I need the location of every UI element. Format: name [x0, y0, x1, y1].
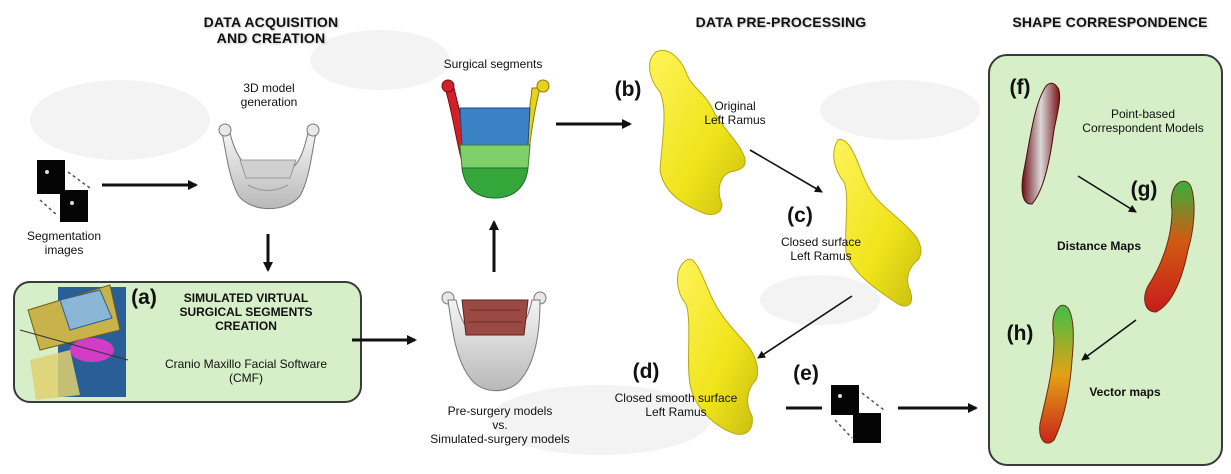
- background-texture: [30, 30, 980, 455]
- correspondent-line2: Correspondent Models: [1082, 120, 1204, 135]
- ramus-original: [649, 50, 746, 215]
- software-label: Cranio Maxillo Facial Software (CMF): [146, 357, 346, 386]
- label-g: (g): [1130, 178, 1158, 201]
- closed-ramus-label: Closed surface Left Ramus: [766, 235, 876, 264]
- correspondent-model-f: [1021, 82, 1061, 205]
- smooth-ramus-line2: Left Ramus: [645, 404, 707, 419]
- header-acquisition: DATA ACQUISITION AND CREATION: [196, 14, 346, 46]
- label-h: (h): [1006, 322, 1034, 345]
- smooth-ramus-label: Closed smooth surface Left Ramus: [596, 391, 756, 420]
- closed-ramus-line2: Left Ramus: [790, 248, 852, 263]
- arrow-g-to-h: [1081, 319, 1137, 361]
- arrow-b-to-c: [749, 149, 823, 193]
- cmf-software-image: [19, 284, 129, 400]
- label-d: (d): [632, 360, 660, 383]
- ramus-smooth: [677, 258, 759, 435]
- surgical-segments-label: Surgical segments: [443, 57, 543, 71]
- vector-maps-label: Vector maps: [1089, 385, 1161, 399]
- simulated-line3: CREATION: [215, 318, 277, 333]
- software-line1: Cranio Maxillo Facial Software: [164, 357, 328, 371]
- surgical-segments-model: [441, 79, 550, 199]
- segmentation-line2: images: [44, 242, 84, 257]
- model-generation-line1: 3D model: [243, 81, 295, 95]
- arrow-c-to-d: [757, 295, 853, 359]
- correspondent-line1: Point-based: [1110, 107, 1176, 121]
- original-ramus-label: Original Left Ramus: [680, 99, 790, 128]
- distance-map-model-g: [1144, 180, 1195, 313]
- presurgery-line3: Simulated-surgery models: [430, 431, 570, 446]
- original-ramus-line1: Original: [714, 99, 756, 113]
- flow-arrows: [102, 119, 978, 413]
- ramus-closed: [833, 139, 922, 307]
- correspondent-models-label: Point-based Correspondent Models: [1068, 107, 1218, 136]
- header-acquisition-line1: DATA ACQUISITION: [203, 14, 339, 30]
- closed-ramus-line1: Closed surface: [780, 235, 862, 249]
- header-acquisition-line2: AND CREATION: [216, 30, 326, 47]
- simulated-line2: SURGICAL SEGMENTS: [179, 304, 313, 319]
- presurgery-line2: vs.: [492, 417, 508, 432]
- presurgery-model: [441, 291, 547, 392]
- original-ramus-line2: Left Ramus: [704, 112, 766, 127]
- model-generation-line2: generation: [240, 94, 298, 109]
- label-e: (e): [793, 362, 819, 385]
- simulated-title: SIMULATED VIRTUAL SURGICAL SEGMENTS CREA…: [166, 291, 326, 333]
- smooth-ramus-line1: Closed smooth surface: [614, 391, 738, 405]
- segmentation-line1: Segmentation: [26, 229, 102, 243]
- simulated-line1: SIMULATED VIRTUAL: [183, 291, 309, 305]
- presurgery-line1: Pre-surgery models: [447, 404, 553, 418]
- model-generation-label: 3D model generation: [214, 81, 324, 110]
- presurgery-label: Pre-surgery models vs. Simulated-surgery…: [420, 404, 580, 446]
- header-correspondence: SHAPE CORRESPONDENCE: [1012, 14, 1208, 30]
- arrow-f-to-g: [1077, 175, 1137, 213]
- thin-arrows: [749, 149, 1137, 361]
- label-f: (f): [1009, 76, 1031, 99]
- label-c: (c): [787, 204, 813, 227]
- software-line2: (CMF): [229, 370, 263, 385]
- vector-map-model-h: [1039, 304, 1074, 444]
- distance-maps-label: Distance Maps: [1056, 239, 1142, 253]
- label-b: (b): [614, 78, 642, 101]
- label-a: (a): [131, 286, 157, 309]
- segmentation-label: Segmentation images: [14, 229, 114, 258]
- segmentation-images-icon: [37, 160, 91, 222]
- mandible-model-3d: [218, 123, 320, 210]
- header-preprocessing: DATA PRE-PROCESSING: [695, 14, 867, 30]
- segmentation-images-e-icon: [831, 385, 885, 443]
